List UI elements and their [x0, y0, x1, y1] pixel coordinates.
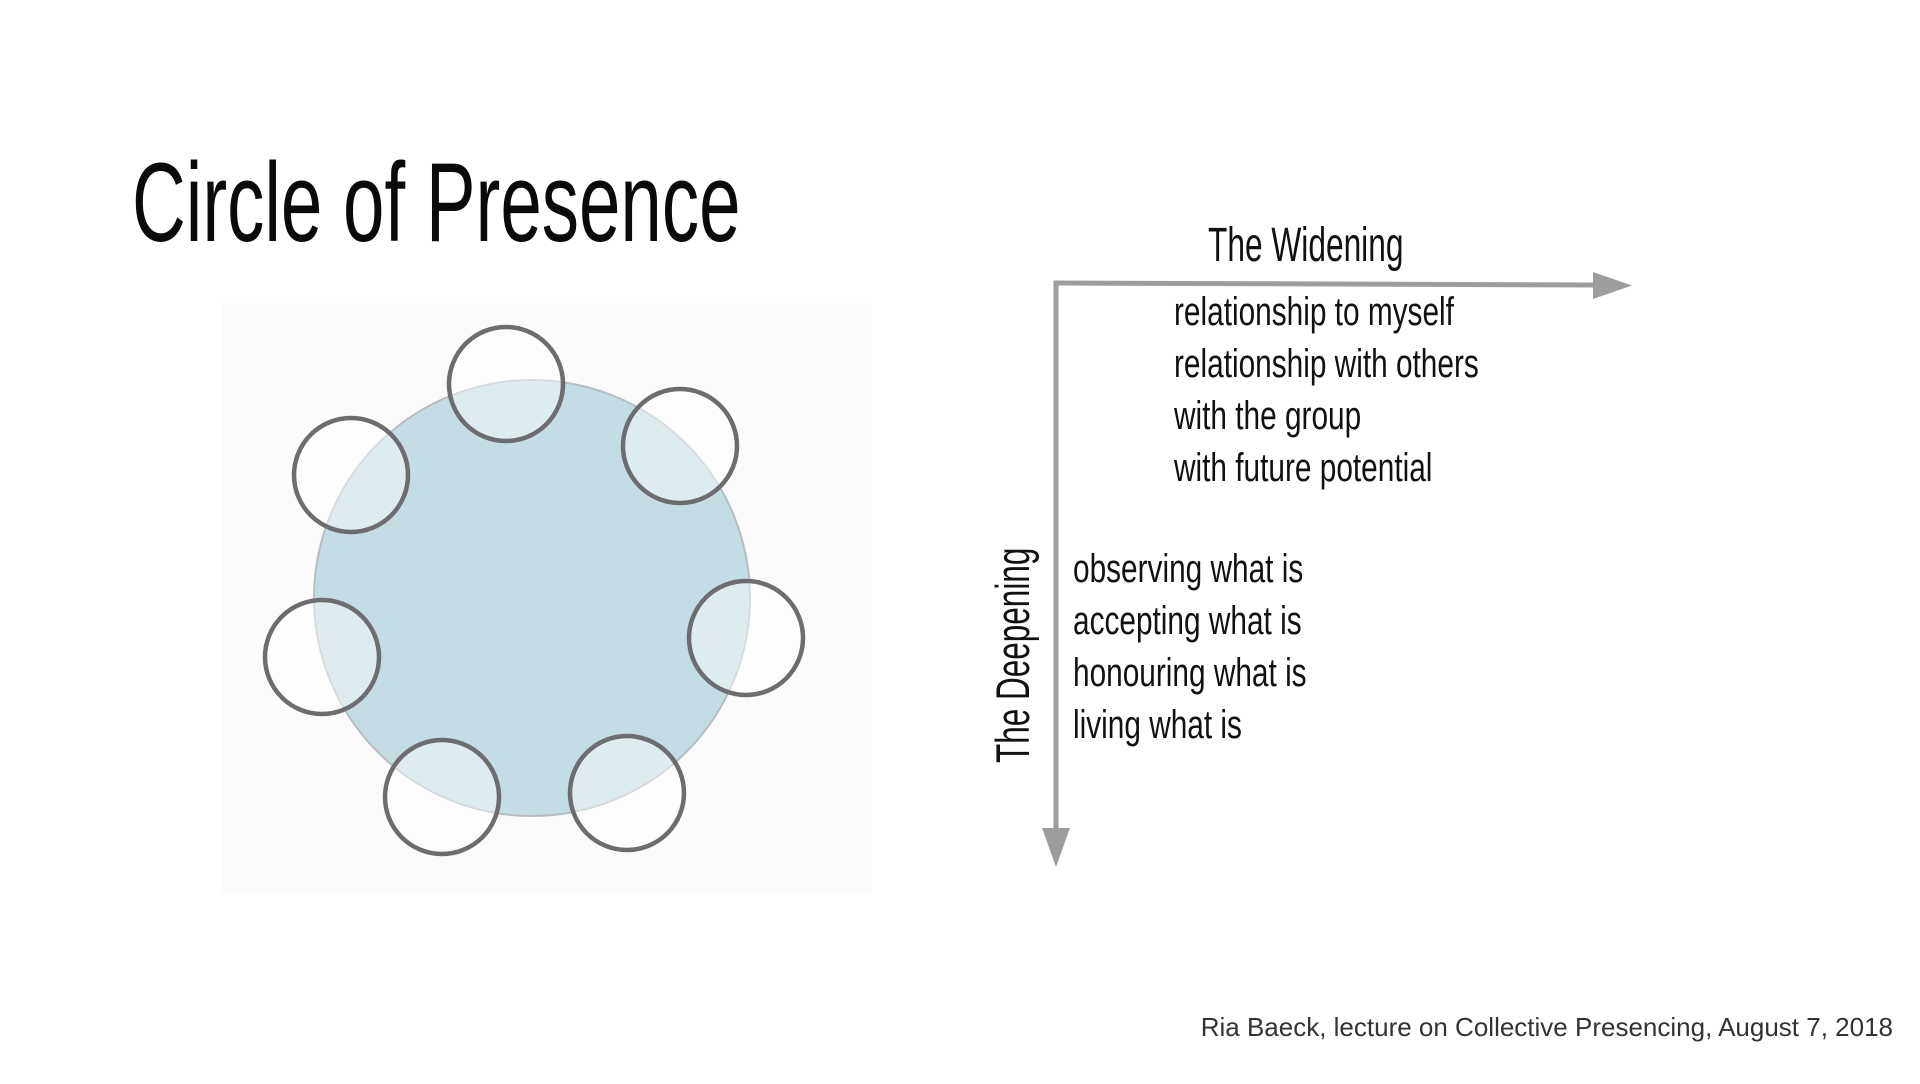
deepening-arrowhead-icon [1042, 828, 1070, 867]
deepening-item: observing what is [1073, 547, 1304, 591]
widening-item: with future potential [1174, 446, 1433, 490]
circle-diagram-panel [222, 303, 872, 893]
widening-arrowhead-icon [1593, 272, 1632, 299]
deepening-item: living what is [1073, 703, 1242, 747]
deepening-item: accepting what is [1073, 599, 1302, 643]
widening-item: relationship with others [1174, 342, 1479, 386]
widening-list: relationship to myself relationship with… [1174, 286, 1479, 494]
widening-axis-label: The Widening [1208, 219, 1404, 272]
deepening-axis-label: The Deepening [986, 547, 1039, 763]
widening-item: relationship to myself [1174, 290, 1454, 334]
source-caption: Ria Baeck, lecture on Collective Presenc… [1200, 1012, 1893, 1042]
widening-item: with the group [1174, 394, 1362, 438]
deepening-list: observing what is accepting what is hono… [1073, 543, 1307, 751]
slide-title: Circle of Presence [132, 140, 741, 265]
widening-axis-line [1053, 280, 1597, 288]
deepening-item: honouring what is [1073, 651, 1307, 695]
